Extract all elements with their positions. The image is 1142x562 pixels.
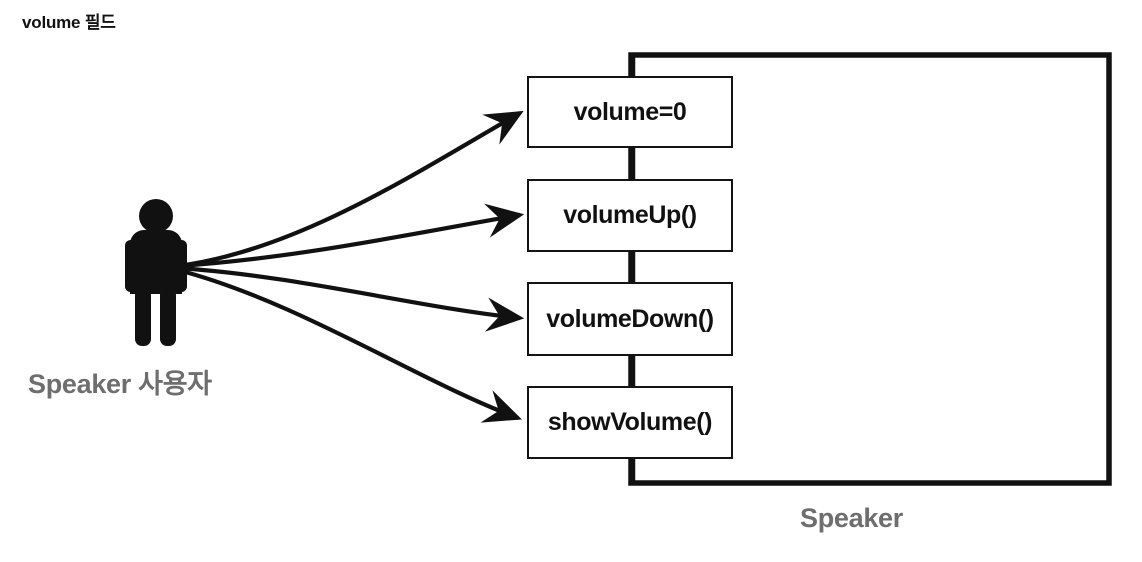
member-label-method-volume-up: volumeUp() [563,201,697,229]
actor-right-leg-icon [160,288,176,346]
member-box-field-volume[interactable]: volume=0 [527,76,733,148]
member-label-method-volume-down: volumeDown() [546,304,714,333]
page-title: volume 필드 [22,13,116,32]
actor-left-leg-icon [135,288,151,346]
member-box-method-volume-up[interactable]: volumeUp() [527,179,733,252]
member-box-method-show-volume[interactable]: showVolume() [527,386,733,459]
speaker-class-caption: Speaker [800,503,903,533]
member-label-field-volume: volume=0 [573,97,687,126]
actor-head-icon [139,199,173,233]
actor-caption: Speaker 사용자 [28,369,212,399]
member-label-method-show-volume: showVolume() [547,408,713,436]
actor-torso-icon [130,230,182,294]
arrow-actor-to-method-volume-down [177,265,525,332]
arrow-actor-to-method-show-volume [177,267,522,423]
actor-left-arm-icon [125,240,136,292]
arrow-actor-to-field-volume [177,110,524,269]
arrow-actor-to-method-volume-up [177,203,525,269]
member-box-method-volume-down[interactable]: volumeDown() [527,282,733,356]
